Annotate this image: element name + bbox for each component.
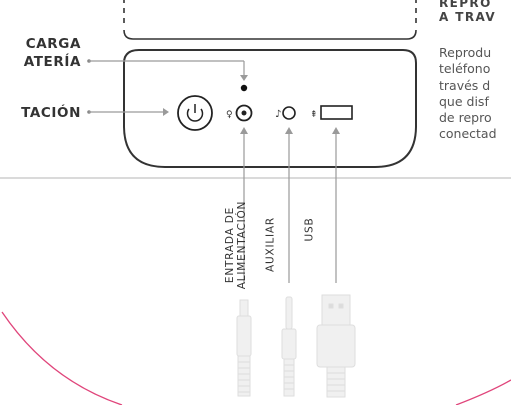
- right-body-line: que disf: [439, 93, 489, 109]
- left-accent-curve: [1, 311, 123, 405]
- right-panel-title: REPRO A TRAV: [439, 0, 511, 24]
- right-body-line: Reprodu: [439, 45, 492, 60]
- right-body-line: través d: [439, 77, 491, 93]
- input-label-line1: ENTRADA DE: [224, 206, 236, 284]
- battery-label-line1: CARGA: [25, 36, 81, 52]
- right-body-line: teléfono: [439, 61, 491, 77]
- right-title-line2: A TRAV: [439, 10, 497, 24]
- usb-plug-illustration: [316, 294, 356, 398]
- svg-text:♪: ♪: [275, 109, 281, 120]
- power-input-vertical-label: ENTRADA DE ALIMENTACIÓN: [224, 190, 250, 300]
- usb-vertical-label: USB: [303, 217, 316, 242]
- power-label: TACIÓN: [21, 105, 81, 121]
- aux-vertical-label: AUXILIAR: [264, 217, 277, 272]
- battery-charge-label: CARGA ATERÍA: [0, 35, 81, 71]
- cable-arrowheads: [240, 127, 340, 134]
- aux-plug-strain-relief: [284, 364, 294, 390]
- aux-plug-illustration: [281, 296, 297, 397]
- aux-port-icon: ♪: [275, 106, 296, 120]
- dc-power-plug-illustration: [236, 299, 252, 397]
- device-top-outline: [123, 0, 417, 40]
- dc-plug-strain-relief: [238, 361, 250, 393]
- right-panel-body: Reprodu teléfono través d que disf de re…: [439, 45, 511, 143]
- right-body-line: conectad: [439, 126, 497, 142]
- usb-port-icon: ⇞: [310, 105, 353, 120]
- right-title-line1: REPRO: [439, 0, 492, 10]
- cable-leader-lines: [243, 131, 337, 283]
- svg-text:♀: ♀: [226, 110, 233, 120]
- dc-power-port-icon: ♀: [226, 104, 253, 122]
- right-text-panel: REPRO A TRAV Reprodu teléfono través d q…: [439, 0, 511, 143]
- battery-indicator-dot: [240, 84, 248, 92]
- battery-label-line2: ATERÍA: [23, 54, 81, 70]
- right-accent-curve: [455, 379, 511, 405]
- power-leader-line: [87, 108, 169, 116]
- power-button-icon: [177, 95, 213, 131]
- usb-plug-strain-relief: [327, 372, 345, 392]
- right-body-line: de repro: [439, 110, 492, 126]
- speaker-base-outline: [123, 49, 417, 168]
- svg-text:⇞: ⇞: [310, 110, 318, 120]
- input-label-line2: ALIMENTACIÓN: [236, 200, 248, 290]
- battery-leader-line: [87, 59, 248, 81]
